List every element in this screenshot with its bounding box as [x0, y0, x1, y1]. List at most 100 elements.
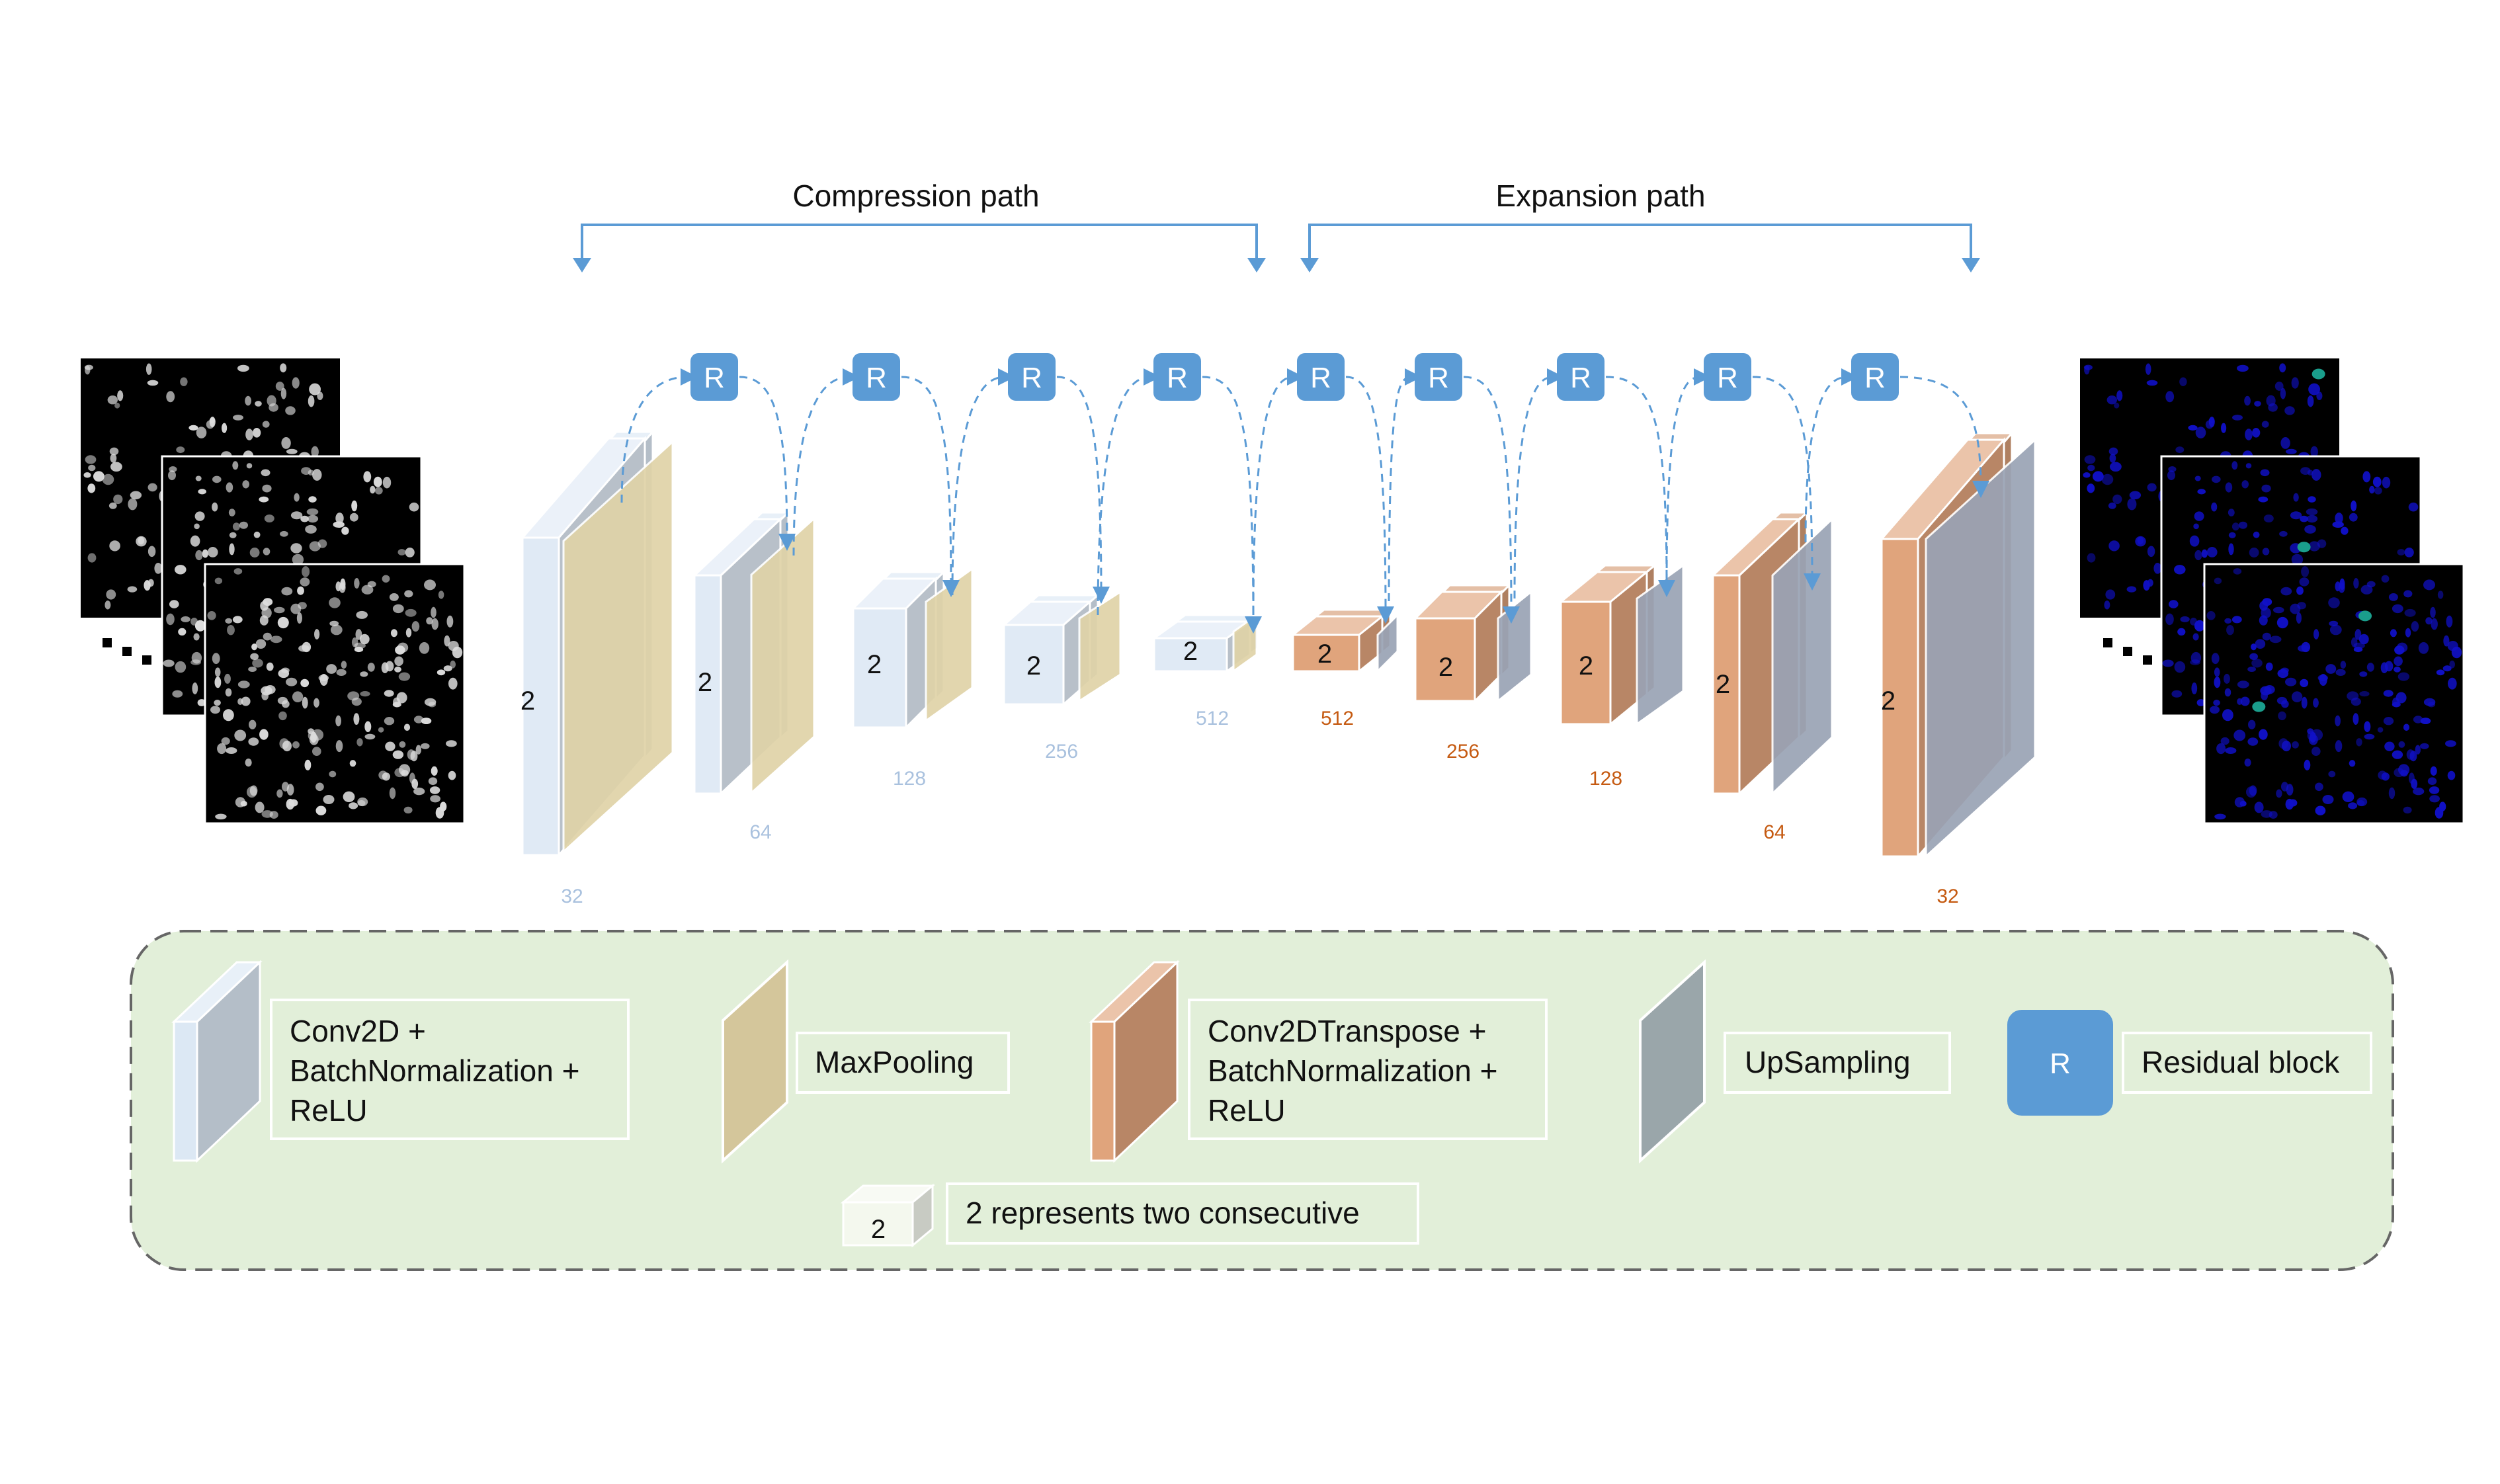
encoder-depth-labels: 32 64 128 256 512 — [561, 708, 1229, 907]
cell-nucleus — [255, 401, 262, 407]
cell-nucleus — [278, 669, 290, 679]
cell-nucleus — [385, 741, 396, 751]
cell-nucleus — [215, 813, 227, 820]
residual-block-label: R — [1021, 362, 1042, 394]
cell-nucleus — [2335, 715, 2341, 727]
decoder-convT-block-front — [1880, 538, 1919, 858]
cell-nucleus — [241, 696, 251, 706]
cell-nucleus — [2437, 591, 2444, 599]
cell-nucleus — [2291, 691, 2303, 702]
cell-nucleus — [263, 548, 271, 556]
cell-nucleus — [229, 532, 237, 538]
cell-nucleus — [2335, 669, 2346, 676]
cell-nucleus — [270, 636, 282, 643]
cell-nucleus — [188, 425, 198, 431]
cell-nucleus — [169, 600, 179, 608]
cell-nucleus — [2249, 548, 2259, 557]
cell-nucleus — [2232, 415, 2243, 421]
legend-repeat-item: 2 2 represents two consecutive — [840, 1182, 1419, 1248]
cell-nucleus — [398, 672, 411, 681]
legend-residual-label: Residual block — [2142, 1045, 2340, 1079]
cell-nucleus — [294, 493, 300, 502]
cell-nucleus — [2349, 513, 2358, 522]
cell-nucleus — [281, 437, 291, 449]
cell-nucleus — [392, 604, 404, 614]
cell-nucleus — [2175, 446, 2185, 454]
cell-nucleus — [240, 800, 247, 807]
cell-nucleus — [308, 470, 314, 475]
decoder-convT-block — [1558, 569, 1650, 727]
cell-nucleus — [426, 617, 433, 625]
cell-nucleus — [85, 455, 97, 464]
cell-nucleus — [2335, 740, 2343, 753]
cell-nucleus — [2251, 643, 2257, 651]
repeat-count-label: 2 — [698, 668, 712, 697]
cell-nucleus — [2292, 741, 2299, 749]
cell-nucleus — [341, 661, 347, 669]
cell-nucleus — [2317, 539, 2327, 548]
cell-nucleus — [2210, 706, 2220, 714]
cell-nucleus — [280, 530, 288, 537]
cell-nucleus — [234, 729, 247, 741]
residual-arc-out — [901, 376, 960, 597]
cell-nucleus — [2430, 606, 2436, 618]
cell-nucleus — [286, 448, 298, 454]
residual-arc-in — [1252, 368, 1304, 616]
cell-nucleus — [197, 699, 206, 706]
cell-nucleus — [2300, 679, 2309, 688]
cell-nucleus — [2431, 618, 2438, 630]
decoder-upsampling-layer — [1925, 437, 2036, 859]
cell-nucleus — [2231, 522, 2239, 531]
cell-nucleus — [175, 661, 187, 673]
legend-maxpool-label-box — [796, 1032, 1010, 1094]
compression-path-bracket — [573, 224, 1266, 272]
cell-nucleus — [207, 547, 218, 557]
cell-nucleus — [280, 363, 287, 373]
legend-repeat-box — [840, 1183, 936, 1248]
cell-nucleus — [266, 662, 274, 671]
residual-block-box — [1557, 353, 1604, 401]
legend-conv-symbol — [171, 960, 263, 1163]
cell-nucleus — [2304, 759, 2311, 770]
cell-nucleus — [2194, 475, 2201, 481]
cell-nucleus — [431, 766, 438, 776]
cell-nucleus — [246, 463, 253, 469]
cell-nucleus — [233, 415, 243, 421]
cell-nucleus — [2358, 634, 2369, 645]
cell-nucleus — [292, 741, 300, 749]
cell-nucleus — [317, 539, 327, 548]
cell-nucleus — [314, 629, 320, 639]
cell-nucleus — [2381, 575, 2390, 583]
cell-nucleus — [419, 642, 430, 654]
cell-nucleus — [87, 553, 97, 563]
cell-nucleus — [2084, 455, 2096, 464]
encoder-conv-block-front — [1003, 624, 1065, 706]
cell-nucleus — [2258, 496, 2269, 503]
cell-nucleus — [356, 610, 368, 619]
cell-nucleus — [110, 454, 117, 463]
cell-nucleus — [2415, 745, 2421, 755]
decoder-convT-block-front — [1712, 574, 1741, 795]
cell-nucleus — [245, 395, 251, 406]
cell-nucleus — [317, 392, 323, 400]
cell-nucleus — [323, 795, 335, 804]
cell-nucleus — [2280, 587, 2292, 596]
cell-nucleus — [2394, 656, 2403, 667]
cell-nucleus — [290, 603, 302, 614]
cell-nucleus — [2281, 700, 2289, 708]
cell-nucleus — [2212, 475, 2221, 483]
cell-nucleus — [286, 784, 294, 796]
cell-nucleus — [232, 522, 240, 531]
cell-nucleus — [249, 548, 260, 557]
cell-nucleus — [2101, 474, 2114, 485]
cell-nucleus — [304, 759, 312, 770]
cell-nucleus — [2418, 642, 2429, 654]
cell-nucleus — [410, 751, 418, 762]
cell-nucleus — [2445, 740, 2456, 747]
output-ellipsis — [2103, 638, 2152, 665]
cell-nucleus — [250, 653, 259, 660]
cell-nucleus — [2313, 698, 2319, 708]
cell-nucleus — [2380, 662, 2388, 673]
legend-residual-label-box — [2122, 1032, 2372, 1094]
cell-nucleus — [2392, 702, 2401, 708]
